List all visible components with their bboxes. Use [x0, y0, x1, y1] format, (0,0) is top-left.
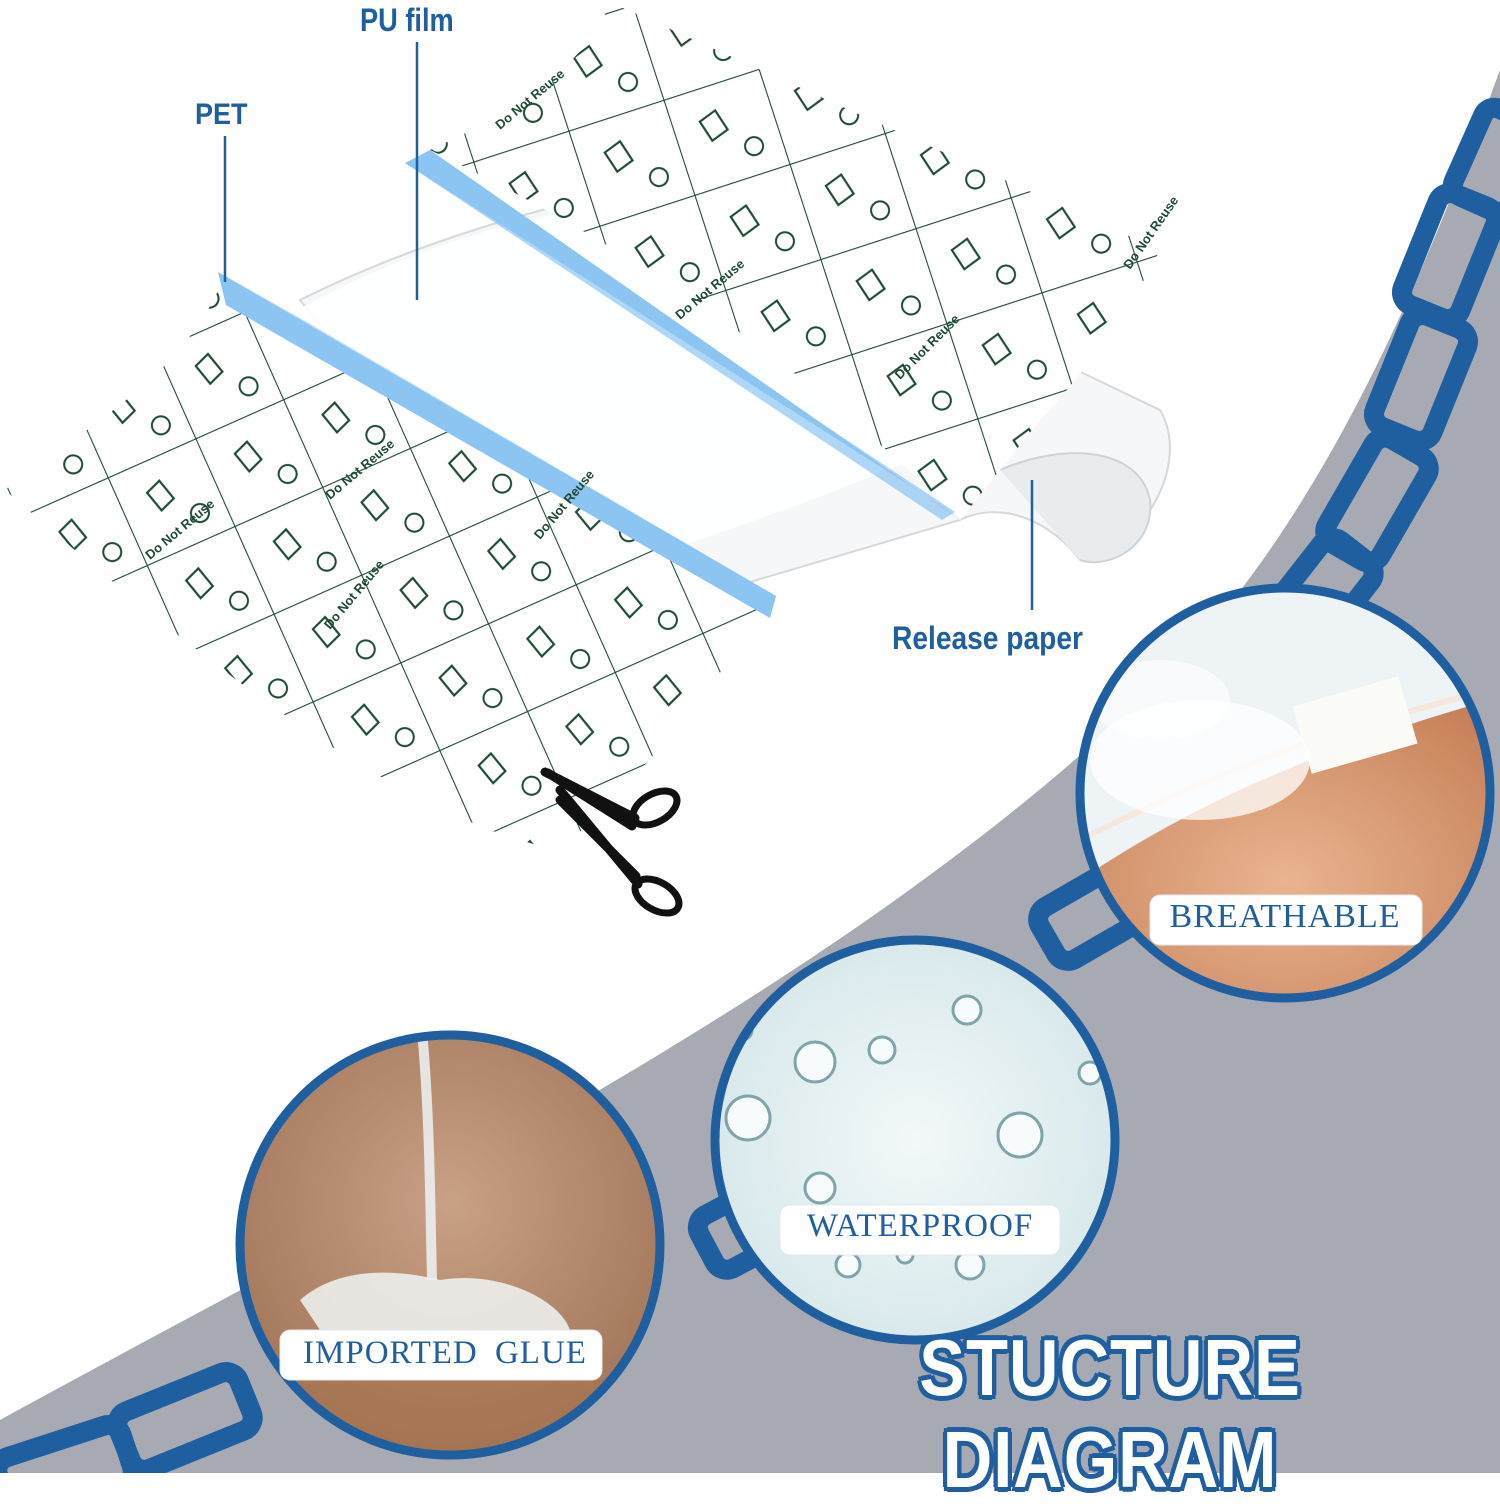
waterproof-label-bg [779, 1204, 1061, 1256]
right-printed-sheet [405, 2, 1160, 520]
left-printed-sheet [5, 272, 776, 850]
waterproof-photo-circle [710, 935, 1120, 1345]
breathable-label: BREATHABLE [1169, 898, 1401, 935]
pet-callout: PET [195, 98, 248, 131]
pu-film-layer [280, 200, 1000, 560]
callout-leader-lines [223, 42, 1034, 610]
glue-label-bg [279, 1329, 603, 1381]
imported-glue-label: IMPORTED GLUE [303, 1335, 587, 1371]
grey-background-band [0, 70, 1500, 1473]
breathable-label-bg [1149, 894, 1423, 946]
release-paper-callout: Release paper [892, 620, 1083, 656]
scissors-icon [540, 767, 683, 917]
waterproof-label: WATERPROOF [806, 1208, 1034, 1244]
diagram-title: STUCTURE DIAGRAM [919, 1323, 1301, 1504]
pu-film-callout: PU film [360, 2, 454, 38]
